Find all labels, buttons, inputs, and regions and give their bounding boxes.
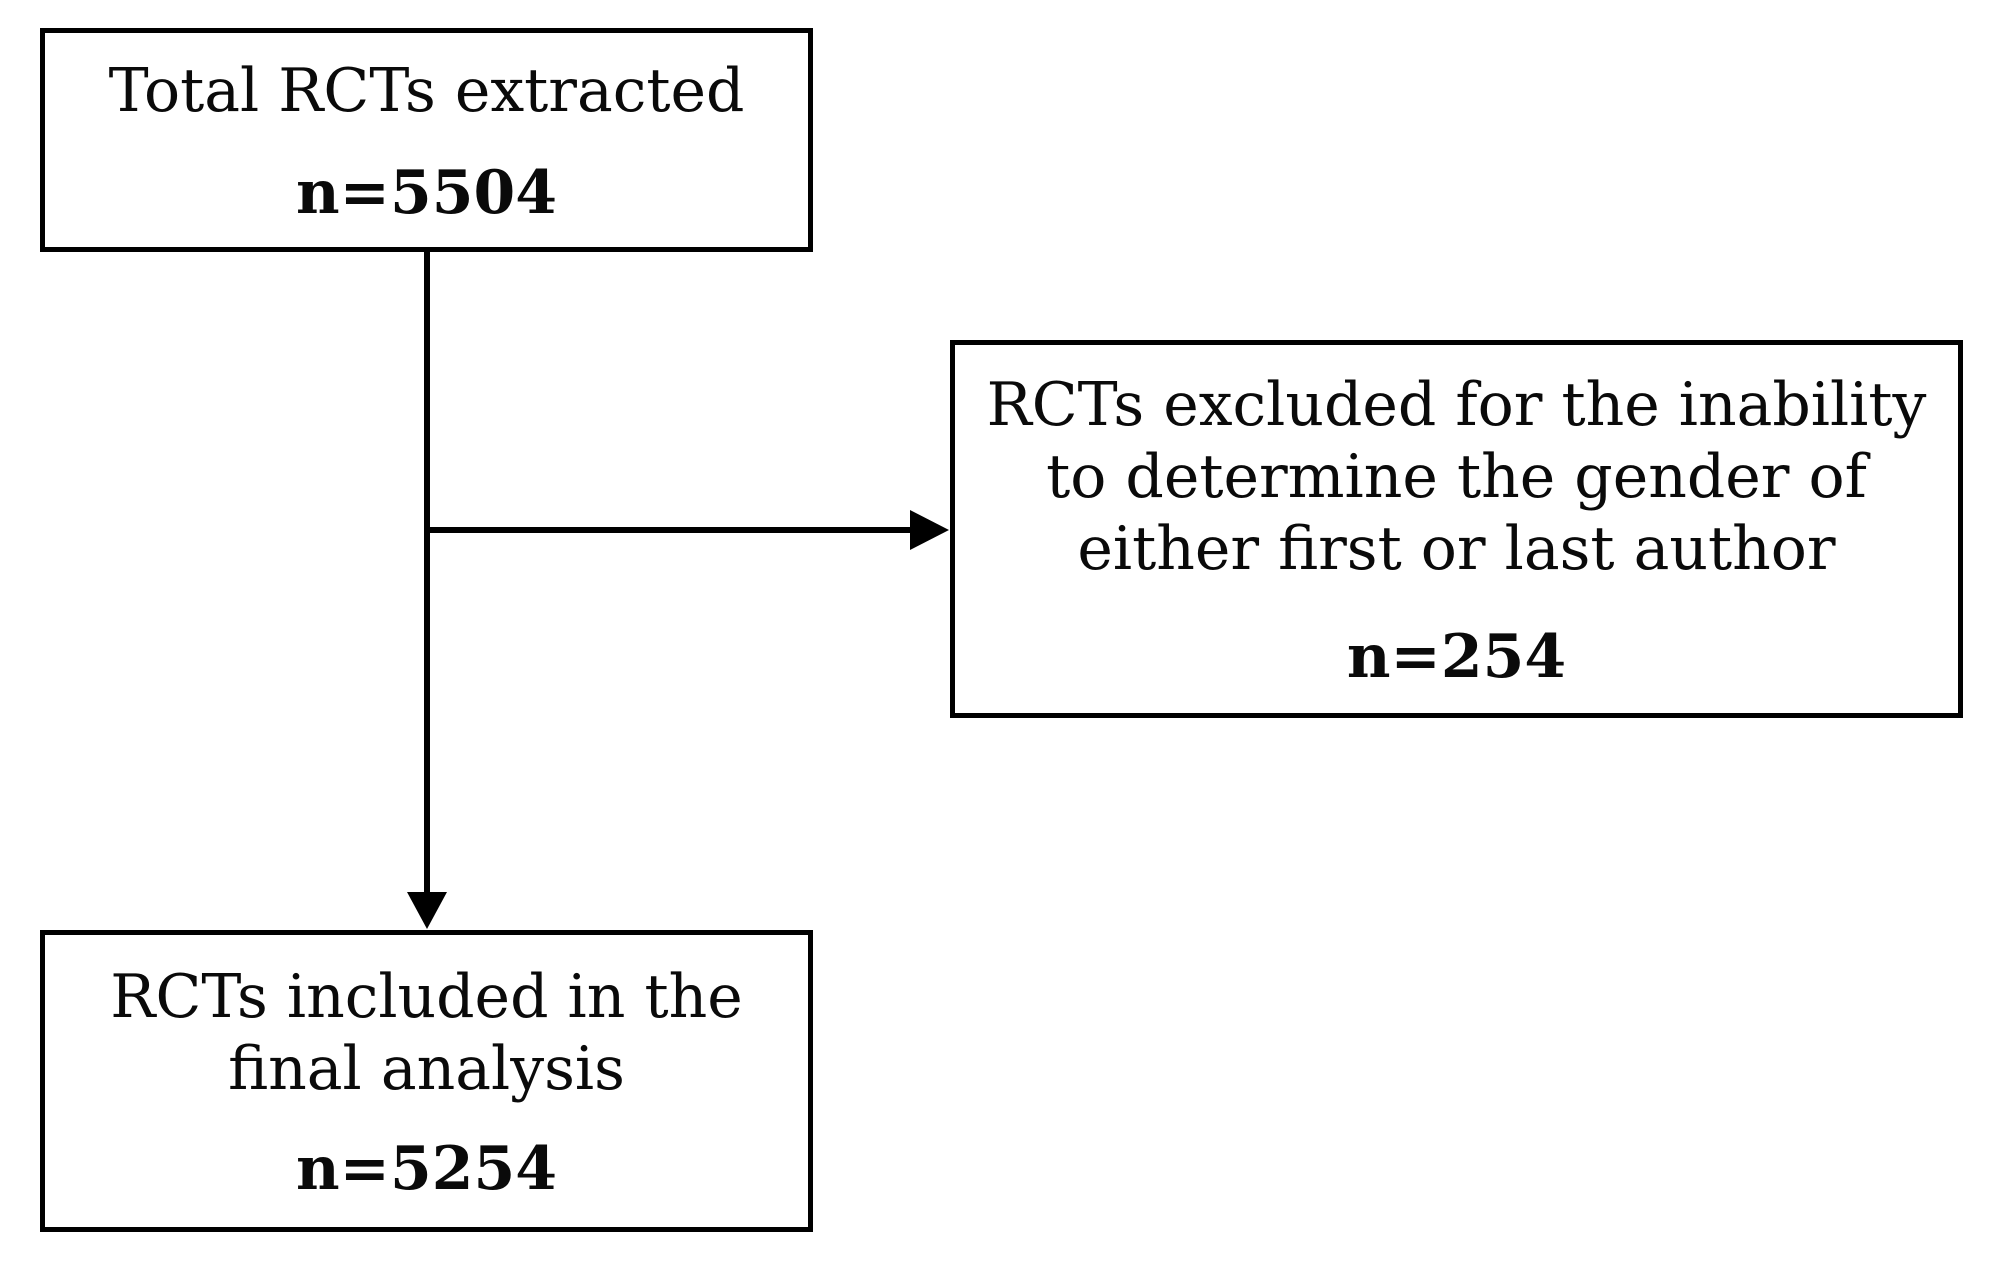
right-arrowhead-icon	[910, 510, 949, 550]
node-included-rcts-line: RCTs included in the	[110, 962, 743, 1032]
node-included-rcts-count: n=5254	[296, 1134, 557, 1204]
connector-total-to-excluded	[427, 527, 911, 533]
node-excluded-rcts-line: either first or last author	[1077, 514, 1836, 584]
node-total-rcts-count: n=5504	[296, 158, 557, 228]
node-included-rcts: RCTs included in the final analysis n=52…	[40, 930, 813, 1232]
node-included-rcts-label: RCTs included in the final analysis	[110, 961, 742, 1105]
node-excluded-rcts-label: RCTs excluded for the inability to deter…	[987, 369, 1927, 585]
node-total-rcts-line: Total RCTs extracted	[108, 56, 745, 126]
down-arrowhead-icon	[407, 892, 447, 929]
node-included-rcts-line: final analysis	[228, 1034, 625, 1104]
node-excluded-rcts: RCTs excluded for the inability to deter…	[950, 340, 1963, 718]
node-excluded-rcts-count: n=254	[1346, 622, 1567, 692]
connector-total-to-included	[424, 252, 430, 897]
node-excluded-rcts-line: to determine the gender of	[1046, 442, 1867, 512]
node-total-rcts: Total RCTs extracted n=5504	[40, 28, 813, 252]
node-excluded-rcts-line: RCTs excluded for the inability	[986, 370, 1927, 440]
node-total-rcts-label: Total RCTs extracted	[109, 55, 745, 127]
